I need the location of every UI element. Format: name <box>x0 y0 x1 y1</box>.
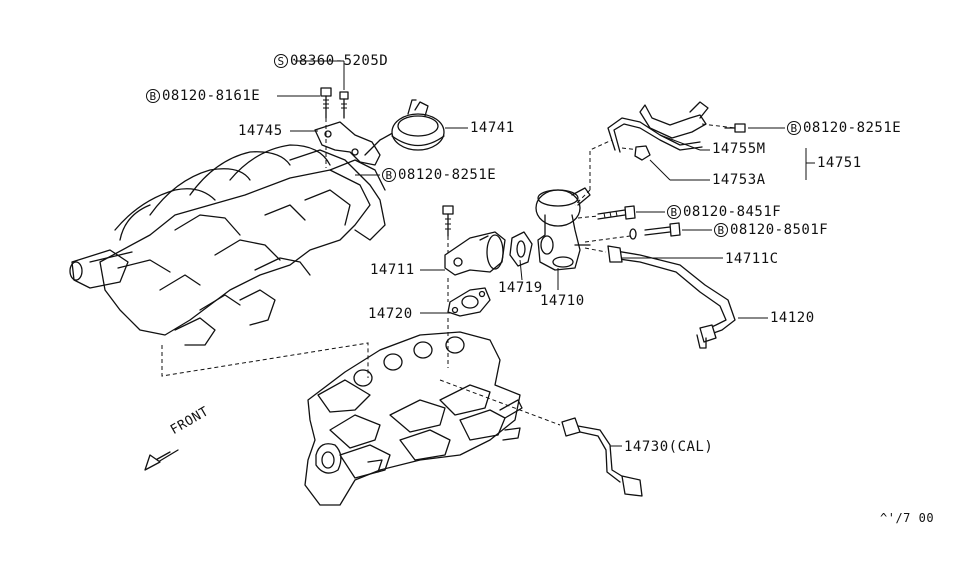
label-14741: 14741 <box>470 120 515 136</box>
egr-tube-14711 <box>444 231 506 276</box>
bolt-8501F <box>629 222 681 240</box>
egr-valve-14710 <box>535 187 591 271</box>
label-14120: 14120 <box>770 310 815 326</box>
label-14711C: 14711C <box>725 251 779 267</box>
label-14710: 14710 <box>540 293 585 309</box>
egr-control-valve-14741 <box>391 99 445 151</box>
bolt-8451F <box>597 205 636 220</box>
pipe-14755M <box>607 101 709 153</box>
label-14745: 14745 <box>238 123 283 139</box>
screw-08360 <box>339 91 349 119</box>
label-14730: 14730(CAL) <box>624 439 714 455</box>
clip-14753A <box>634 145 651 161</box>
label-14711: 14711 <box>370 262 415 278</box>
sensor-14730 <box>561 417 643 497</box>
bolt-8161E <box>320 87 332 119</box>
intake-manifold <box>69 144 386 346</box>
gasket-14720 <box>447 287 491 317</box>
label-14719: 14719 <box>498 280 543 296</box>
figure-code: ^'/7 00 <box>880 511 935 525</box>
egr-pipe-14120 <box>607 245 736 349</box>
label-14751: 14751 <box>817 155 862 171</box>
lower-intake-manifold <box>304 331 523 506</box>
gasket-14719 <box>509 231 533 267</box>
front-arrow-icon <box>144 449 179 471</box>
label-14720: 14720 <box>368 306 413 322</box>
bolt-8251E-mid <box>442 205 454 237</box>
label-14753A: 14753A <box>712 172 766 188</box>
bracket-14745 <box>314 121 399 166</box>
bolt-8251E-upper <box>724 123 746 133</box>
label-14755M: 14755M <box>712 141 766 157</box>
leader-lines <box>277 60 815 447</box>
